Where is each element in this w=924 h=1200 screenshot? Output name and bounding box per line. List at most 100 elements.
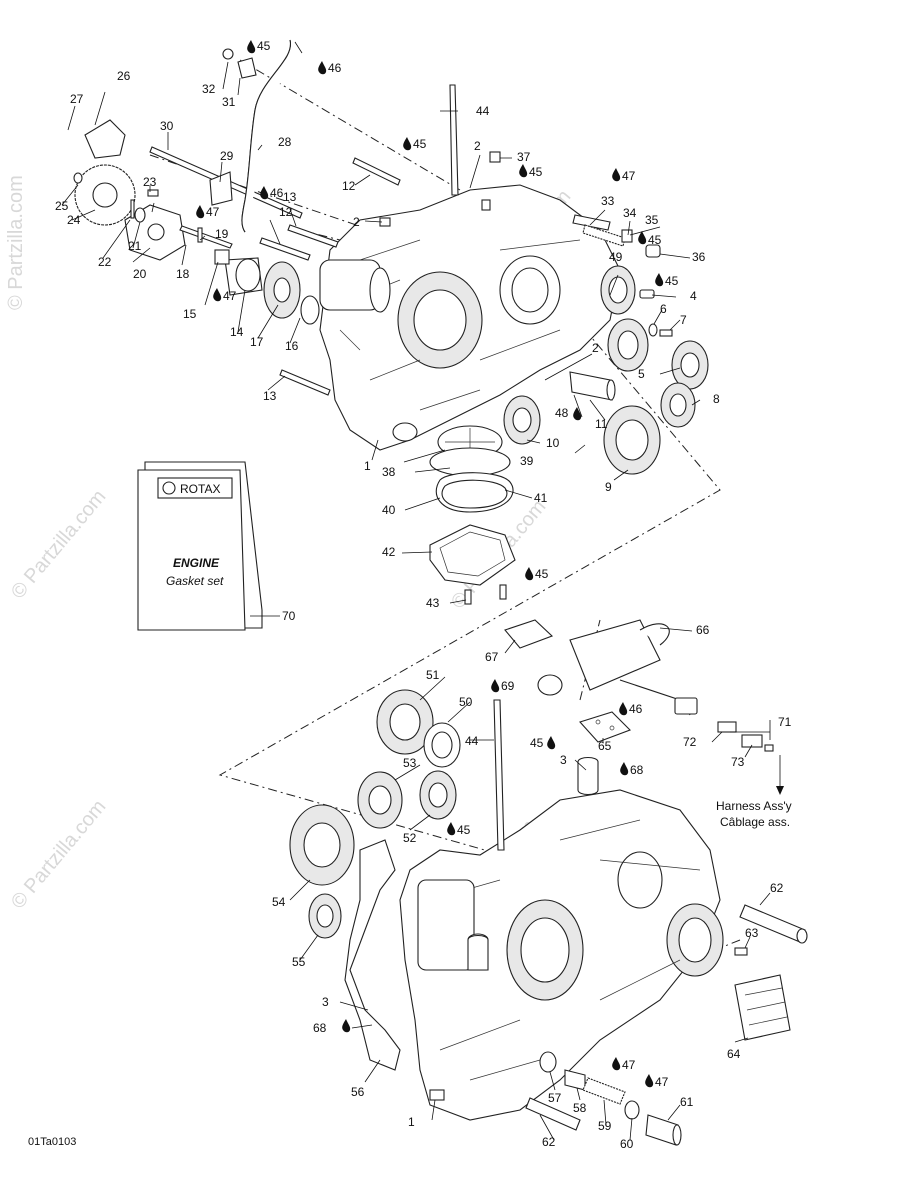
callout-62a: 62 <box>770 881 784 895</box>
callout-45f: 45 <box>535 567 549 581</box>
bearing-51-inner <box>389 703 421 741</box>
solenoid-66-body <box>569 619 661 691</box>
callout-47b: 47 <box>206 205 220 219</box>
pin-2-b <box>481 199 491 211</box>
gasket-box-logo-frame <box>157 477 233 499</box>
callouts: 26 27 30 29 23 25 24 22 20 21 18 19 15 1… <box>55 39 792 1151</box>
oil-drop-icon <box>447 822 456 836</box>
bearing-53-inner <box>368 785 392 815</box>
callout-1b: 1 <box>408 1115 415 1129</box>
plug-61-end <box>672 1124 682 1146</box>
callout-72: 72 <box>683 735 697 749</box>
drain-1-lower <box>429 1089 445 1101</box>
oil-drop-icon <box>213 288 222 302</box>
screw-43b <box>499 584 507 600</box>
filter-64 <box>734 974 791 1041</box>
callout-62b: 62 <box>542 1135 556 1149</box>
callout-45e: 45 <box>665 274 679 288</box>
callout-8: 8 <box>713 392 720 406</box>
callout-3a: 3 <box>560 753 567 767</box>
pin-62-lower <box>525 1097 581 1131</box>
cover-42 <box>429 524 516 586</box>
callout-73: 73 <box>731 755 745 769</box>
callout-6: 6 <box>660 302 667 316</box>
screw-43a <box>464 589 472 605</box>
bearing-52-inner <box>428 782 448 808</box>
gasket-56-outline <box>344 839 401 1071</box>
nut-32 <box>222 48 234 60</box>
oil-drop-icon <box>318 61 327 75</box>
oil-drop-icon <box>491 679 500 693</box>
o-ring-39 <box>429 447 511 477</box>
dash-right <box>218 299 721 861</box>
housing-14-face <box>235 258 261 292</box>
callout-12a: 12 <box>342 179 356 193</box>
callout-37: 37 <box>517 150 531 164</box>
bearing-seat-lower-right-inner <box>678 917 712 963</box>
callout-46c: 46 <box>629 702 643 716</box>
bearing-49-inner <box>608 276 628 304</box>
callout-21: 21 <box>128 239 142 253</box>
callout-24: 24 <box>67 213 81 227</box>
callout-18: 18 <box>176 267 190 281</box>
callout-46a: 46 <box>328 61 342 75</box>
bearing-5b-inner <box>680 352 700 378</box>
oil-drop-icon <box>612 168 621 182</box>
oil-drop-icon <box>525 567 534 581</box>
callout-20: 20 <box>133 267 147 281</box>
bearing-8-inner <box>669 393 687 417</box>
callout-7: 7 <box>680 313 687 327</box>
oil-drop-icon <box>573 407 582 421</box>
gasket-set-box: ROTAX ENGINE Gasket set 70 <box>137 461 296 631</box>
gasket-65-hole1 <box>595 719 601 725</box>
lower-bearings <box>289 689 461 939</box>
oil-tube-28 <box>222 39 291 233</box>
callout-32: 32 <box>202 82 216 96</box>
upper-crankcase <box>319 184 621 451</box>
callout-47c: 47 <box>223 289 237 303</box>
oil-drop-icon <box>655 273 664 287</box>
callout-2c: 2 <box>592 341 599 355</box>
callout-16: 16 <box>285 339 299 353</box>
watermark-left: © Partzilla.com <box>5 175 27 310</box>
callout-40: 40 <box>382 503 396 517</box>
callout-36: 36 <box>692 250 706 264</box>
callout-22: 22 <box>98 255 112 269</box>
bearing-54-inner <box>303 822 341 868</box>
oil-drop-icon <box>645 1074 654 1088</box>
callout-50: 50 <box>459 695 473 709</box>
callout-63: 63 <box>745 926 759 940</box>
callout-1a: 1 <box>364 459 371 473</box>
callout-34: 34 <box>623 206 637 220</box>
bracket-29 <box>209 171 233 206</box>
plug-36 <box>645 244 661 258</box>
callout-9: 9 <box>605 480 612 494</box>
harness-note-line2: Câblage ass. <box>720 815 790 829</box>
oil-drop-icon <box>247 40 256 54</box>
callout-44a: 44 <box>476 104 490 118</box>
oil-drop-icon <box>196 205 205 219</box>
leaders <box>61 41 771 1141</box>
pin-58 <box>564 1069 586 1091</box>
gasket-65 <box>579 711 631 743</box>
callout-38: 38 <box>382 465 396 479</box>
callout-45h: 45 <box>457 823 471 837</box>
harness-note: Harness Ass'y Câblage ass. <box>716 799 792 829</box>
solenoid-66-wire <box>639 623 670 646</box>
bearing-seat-upper-right-inner <box>511 267 549 313</box>
shaft-18 <box>179 225 233 249</box>
callout-47e: 47 <box>655 1075 669 1089</box>
callout-28: 28 <box>278 135 292 149</box>
seal-50-inner <box>431 731 453 759</box>
callout-58: 58 <box>573 1101 587 1115</box>
callout-48: 48 <box>555 406 569 420</box>
gasket-box-front <box>137 469 246 631</box>
oil-drop-icon <box>638 231 647 245</box>
pin-33 <box>572 214 611 231</box>
callout-45a: 45 <box>257 39 271 53</box>
washer-21 <box>134 207 146 223</box>
terminal-71 <box>764 744 774 752</box>
shaft-11 <box>569 371 613 401</box>
pump-20-hole <box>147 223 165 241</box>
bearing-10-inner <box>512 407 532 433</box>
